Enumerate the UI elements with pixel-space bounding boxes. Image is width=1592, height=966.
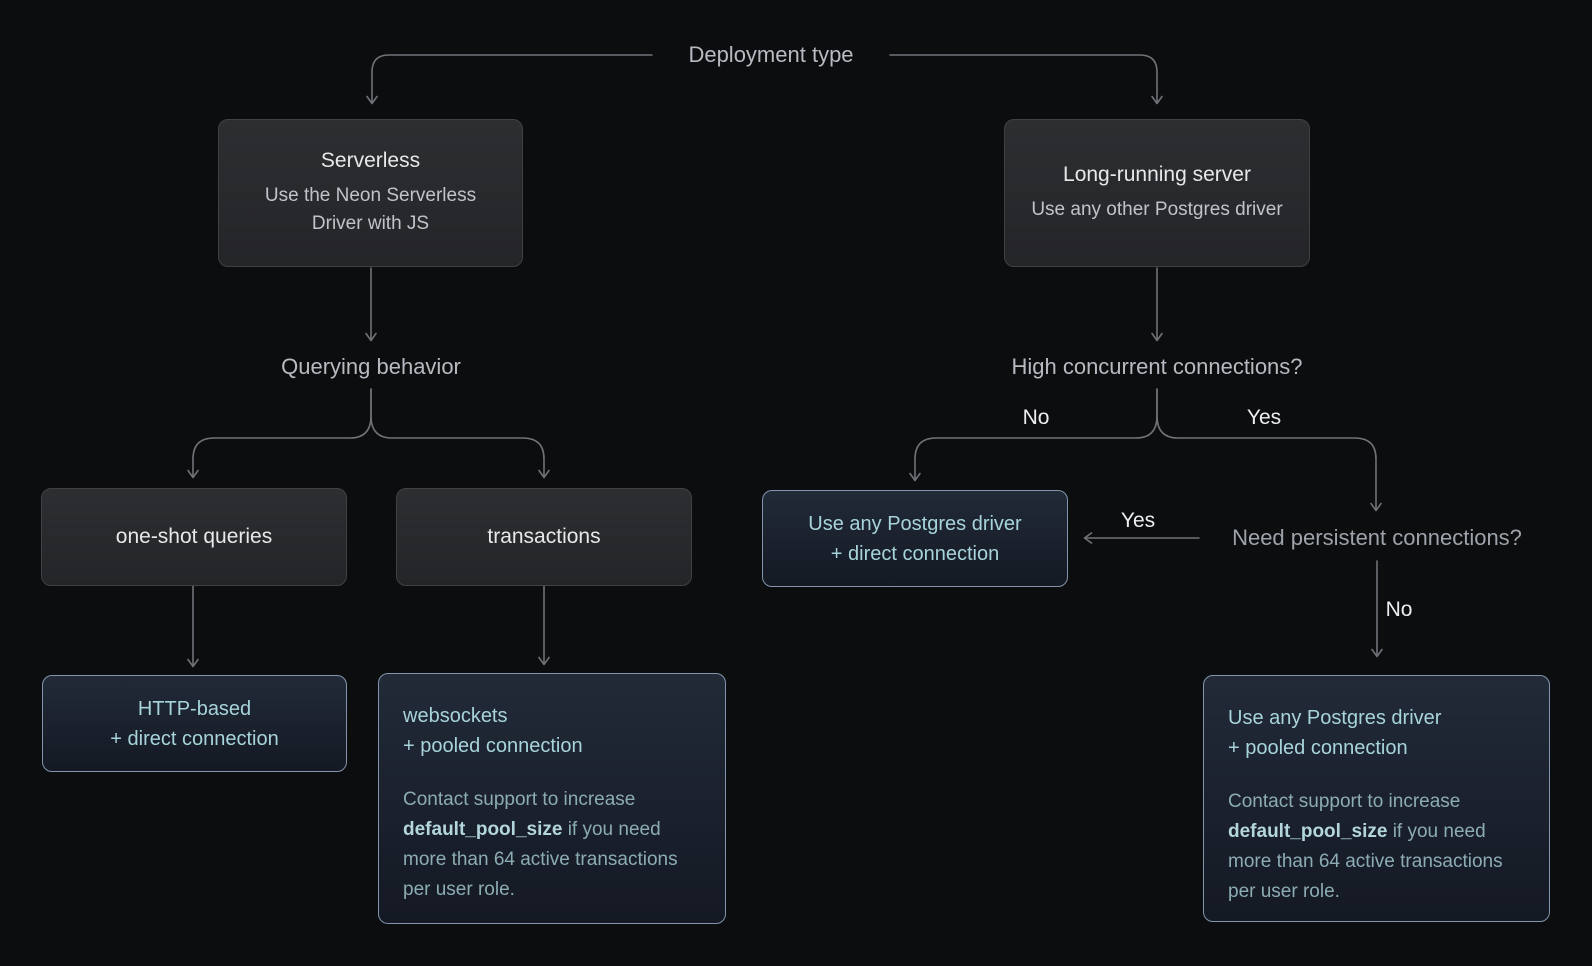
connector-querying-to-oneshot bbox=[187, 388, 372, 479]
node-transactions-title: transactions bbox=[487, 525, 601, 548]
connector-concurrent-yes-to-persistent bbox=[1156, 388, 1382, 512]
node-pooled-connection: Use any Postgres driver + pooled connect… bbox=[1203, 675, 1550, 922]
node-websockets: websockets + pooled connection Contact s… bbox=[378, 673, 726, 924]
node-one-shot-queries: one-shot queries bbox=[41, 488, 347, 586]
node-long-running-title: Long-running server bbox=[1063, 162, 1251, 186]
default-pool-size-code: default_pool_size bbox=[1228, 821, 1388, 842]
branch-no-down-label: No bbox=[1385, 598, 1413, 621]
querying-behavior-label: Querying behavior bbox=[281, 354, 461, 379]
node-serverless: Serverless Use the Neon Serverless Drive… bbox=[218, 119, 523, 267]
node-direct-connection-line1: Use any Postgres driver bbox=[808, 512, 1022, 535]
node-http-based: HTTP-based + direct connection bbox=[42, 675, 347, 772]
node-direct-connection: Use any Postgres driver + direct connect… bbox=[762, 490, 1068, 587]
node-serverless-subtitle: Use the Neon Serverless Driver with JS bbox=[264, 184, 477, 234]
node-websockets-line2: + pooled connection bbox=[403, 735, 583, 757]
node-serverless-title: Serverless bbox=[320, 148, 421, 172]
node-http-based-line2: + direct connection bbox=[110, 727, 279, 750]
node-pooled-line2: + pooled connection bbox=[1228, 737, 1408, 759]
branch-no-label: No bbox=[1022, 406, 1050, 429]
connector-deployment-to-serverless bbox=[366, 54, 653, 105]
default-pool-size-code: default_pool_size bbox=[403, 819, 563, 840]
node-one-shot-title: one-shot queries bbox=[115, 525, 273, 548]
node-long-running-server: Long-running server Use any other Postgr… bbox=[1004, 119, 1310, 267]
connector-querying-to-transactions bbox=[370, 388, 550, 479]
connector-concurrent-no-to-direct bbox=[909, 388, 1158, 482]
connector-deployment-to-longrunning bbox=[889, 54, 1163, 105]
high-concurrent-connections-label: High concurrent connections? bbox=[1011, 354, 1303, 379]
node-websockets-note: Contact support to increase default_pool… bbox=[403, 789, 678, 900]
branch-yes-to-direct-label: Yes bbox=[1120, 509, 1156, 532]
node-long-running-subtitle: Use any other Postgres driver bbox=[1031, 198, 1283, 220]
deployment-type-label: Deployment type bbox=[688, 42, 854, 67]
node-pooled-line1: Use any Postgres driver bbox=[1228, 707, 1442, 729]
need-persistent-connections-label: Need persistent connections? bbox=[1232, 525, 1522, 550]
node-transactions: transactions bbox=[396, 488, 692, 586]
node-direct-connection-line2: + direct connection bbox=[830, 542, 1000, 565]
branch-yes-label: Yes bbox=[1246, 406, 1282, 429]
node-pooled-note: Contact support to increase default_pool… bbox=[1228, 791, 1503, 902]
node-http-based-line1: HTTP-based bbox=[137, 697, 252, 720]
node-websockets-line1: websockets bbox=[403, 705, 508, 727]
